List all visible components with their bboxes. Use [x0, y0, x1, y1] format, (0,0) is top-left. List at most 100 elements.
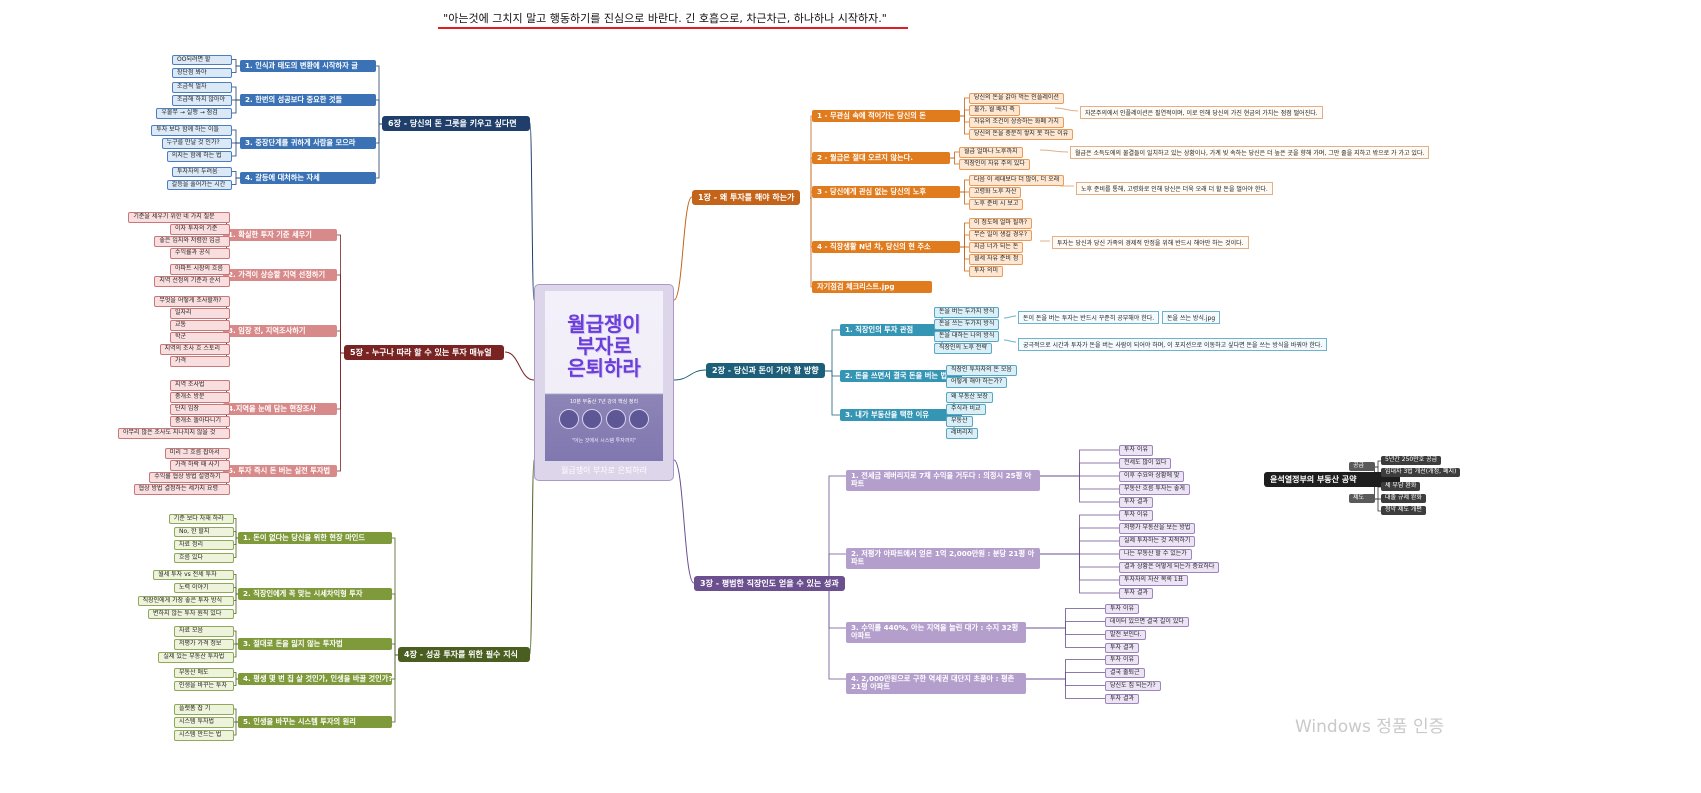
ch3-topic[interactable]: 투자 결과	[1105, 693, 1139, 705]
ch1-topic[interactable]: 다음 이 세대보다 더 많이, 더 오래	[969, 175, 1065, 186]
ch4-topic[interactable]: 변하지 않는 투자 원칙 있다	[148, 608, 234, 620]
ch2-topic[interactable]: 돈을 버는 두가지 방식	[934, 307, 1000, 318]
ch3-topic[interactable]: 투자 결과	[1119, 588, 1153, 599]
ch6-topic[interactable]: 장단점 봐야	[172, 67, 232, 79]
ch6-topic[interactable]: 의지는 함께 하는 법	[166, 151, 232, 162]
ch3-topic[interactable]: 전세도 많이 있다	[1119, 458, 1172, 469]
ch2-topic[interactable]: 부동산	[946, 416, 973, 427]
ch5-topic[interactable]: 좋은 입지와 저렴한 입금	[154, 236, 230, 247]
ch6-topic[interactable]: 누구를 만날 것 인가?	[161, 138, 232, 149]
ch5-section-2[interactable]: 2. 가격이 상승할 지역 선정하기	[223, 269, 337, 282]
ch1-topic[interactable]: 노후 준비 시 보고	[969, 199, 1024, 210]
ch4-section-5[interactable]: 5. 인생을 바꾸는 시스템 투자의 원리	[238, 716, 392, 729]
ch2-topic[interactable]: 돈을 대하는 나의 방식	[934, 331, 1000, 342]
ch3-topic[interactable]: 투자 결과	[1119, 497, 1153, 508]
ch4-topic[interactable]: No, 한 할지	[174, 526, 234, 538]
ch5-topic[interactable]: 수익률과 공식	[170, 248, 230, 259]
ch1-section-2[interactable]: 2 - 월급은 절대 오르지 않는다.	[812, 152, 950, 165]
ch3-topic[interactable]: 저평가 부동산을 보는 방법	[1119, 523, 1196, 534]
ch5-topic[interactable]: 중개소 방문	[170, 392, 230, 403]
ch1-topic[interactable]: 지금 너가 되는 돈	[969, 242, 1024, 253]
ch3-topic[interactable]: 결국 출퇴근	[1105, 667, 1145, 679]
ch3-topic[interactable]: 투자자의 자산 목록 1표	[1119, 575, 1189, 586]
ch6-topic[interactable]: OO되려면 할	[172, 54, 232, 66]
ch4-section-2[interactable]: 2. 직장인에게 꼭 맞는 시세차익형 투자	[238, 588, 392, 601]
ch1-topic[interactable]: 당신의 돈을 충분히 쌓지 못 하는 이유	[969, 129, 1074, 140]
ch1-topic[interactable]: 직장인이 자유 주의 있다	[959, 159, 1030, 170]
ch6-topic[interactable]: 조금씩 벌자	[172, 82, 232, 93]
policy-item[interactable]: 임대차 3법 개선(개정, 폐지)	[1381, 468, 1461, 477]
ch2-chapter-node[interactable]: 2장 - 당신과 돈이 가야 할 방향	[706, 363, 825, 379]
ch5-topic[interactable]: 교통	[170, 320, 230, 331]
ch3-section-4[interactable]: 4. 2,000만원으로 구한 역세권 대단지 초품아 : 평촌 21평 아파트	[846, 673, 1026, 694]
ch3-section-2[interactable]: 2. 저평가 아파트에서 얻은 1억 2,000만원 : 분당 21평 아파트	[846, 548, 1040, 569]
ch5-topic[interactable]: 중개소 돌아다니기	[170, 416, 230, 427]
ch6-topic[interactable]: 투자자의 두려움	[172, 166, 232, 178]
ch4-topic[interactable]: 부동산 매도	[174, 667, 234, 679]
ch5-section-1[interactable]: 1. 확실한 투자 기준 세우기	[223, 229, 337, 242]
ch3-topic[interactable]: 투자 이유	[1119, 445, 1153, 456]
ch1-topic[interactable]: 당신의 돈을 갉아 먹는 인플레이션	[969, 93, 1064, 104]
ch3-topic[interactable]: 이후 수요와 상황에 맞	[1119, 471, 1185, 482]
ch5-chapter-node[interactable]: 5장 - 누구나 따라 할 수 있는 투자 매뉴얼	[344, 345, 504, 361]
ch5-topic[interactable]: 가격 하락 때 사기	[170, 460, 230, 471]
ch1-section-5[interactable]: 자기점검 체크리스트.jpg	[812, 281, 932, 294]
ch3-topic[interactable]: 투자 이유	[1105, 603, 1139, 615]
ch6-section-4[interactable]: 4. 갈등에 대처하는 자세	[240, 172, 376, 185]
ch2-topic[interactable]: 왜 부동산 보장	[946, 392, 993, 403]
ch5-section-3[interactable]: 3. 임장 전, 지역조사하기	[223, 325, 337, 338]
policy-item[interactable]: 대출 규제 완화	[1381, 494, 1426, 503]
ch5-topic[interactable]: 단지 임장	[170, 404, 230, 415]
ch5-topic[interactable]: 지역의 조사 흐 스토리	[159, 344, 230, 355]
ch5-topic[interactable]: 일자리	[170, 308, 230, 319]
ch6-topic[interactable]: 우물쭈 → 실행 → 점검	[156, 108, 232, 119]
ch4-topic[interactable]: 시스템 투자법	[174, 717, 234, 728]
ch3-topic[interactable]: 나는 부동산 할 수 있는가	[1119, 549, 1192, 560]
ch2-topic[interactable]: 직장인 투자자의 돈 모음	[946, 365, 1017, 376]
ch1-topic[interactable]: 투자 의미	[969, 266, 1003, 277]
ch6-section-3[interactable]: 3. 중장단계를 귀하게 사람을 모으라	[240, 137, 376, 150]
ch3-topic[interactable]: 부동산 흐름 투자는 좋게	[1119, 484, 1190, 495]
ch6-topic[interactable]: 투자 보다 함께 하는 이들	[151, 125, 232, 136]
ch3-topic[interactable]: 데이터 있으면 결국 길이 있다	[1105, 616, 1189, 628]
ch6-chapter-node[interactable]: 6장 - 당신의 돈 그릇을 키우고 싶다면	[382, 116, 530, 132]
ch5-section-5[interactable]: 5. 투자 즉시 돈 버는 실전 투자법	[223, 465, 337, 478]
ch5-topic[interactable]: 지역 선정의 기준과 순서	[154, 276, 230, 287]
ch6-topic[interactable]: 조급해 하지 않아야	[172, 95, 232, 106]
ch4-topic[interactable]: 흐름 있다	[174, 552, 234, 564]
ch1-topic[interactable]: 월세 자유 준비 정	[969, 254, 1024, 265]
ch3-section-3[interactable]: 3. 수익률 440%, 아는 지역을 늘린 대가 : 수지 32평 아파트	[846, 622, 1026, 643]
ch1-topic[interactable]: 물가, 월 배치 축	[969, 105, 1020, 116]
ch2-topic[interactable]: 주식과 비교	[946, 404, 986, 415]
ch5-topic[interactable]: 수익률 협상 방법 설명하기	[149, 472, 230, 483]
ch4-topic[interactable]: 시스템 만드는 법	[174, 730, 234, 741]
ch4-topic[interactable]: 저평가 가격 정보	[174, 639, 234, 650]
ch3-topic[interactable]: 당신도 집 되는가?	[1105, 680, 1161, 692]
ch1-topic[interactable]: 무슨 일이 생길 경우?	[969, 230, 1033, 241]
ch1-topic[interactable]: 월급 얼마나 노후까지	[959, 147, 1023, 158]
ch6-topic[interactable]: 갈등을 풀어가는 시간	[166, 179, 232, 191]
ch4-topic[interactable]: 자료 정리	[174, 539, 234, 551]
ch5-topic[interactable]: 아무리 많은 조사도 지나치지 않을 것	[118, 428, 230, 439]
policy-item[interactable]: 세 부담 완화	[1381, 482, 1421, 491]
ch5-topic[interactable]: 협상 방법 결정하는 세가지 요령	[133, 484, 230, 495]
policy-item[interactable]: 청약 제도 개편	[1381, 506, 1426, 515]
ch5-topic[interactable]: 이자 투자의 기준	[170, 224, 230, 235]
ch5-topic[interactable]: 가격	[170, 356, 230, 367]
policy-item[interactable]: 5년간 250만호 공급	[1381, 456, 1442, 465]
ch4-section-4[interactable]: 4. 평생 몇 번 집 살 것인가, 인생을 바꿀 것인가?	[238, 673, 392, 686]
ch2-topic[interactable]: 직장인의 노후 전략	[934, 343, 992, 354]
ch2-topic[interactable]: 돈을 쓰는 두가지 방식	[934, 319, 1000, 330]
ch5-topic[interactable]: 지역 조사법	[170, 380, 230, 391]
policy-topic-node[interactable]: 윤석열정부의 부동산 공약	[1264, 472, 1400, 488]
ch1-section-1[interactable]: 1 - 무관심 속에 적어가는 당신의 돈	[812, 110, 960, 123]
ch4-topic[interactable]: 노력 이야기	[174, 582, 234, 594]
ch3-topic[interactable]: 투자 결과	[1105, 642, 1139, 654]
central-book-node[interactable]: 월급쟁이 부자로 은퇴하라 10분 부동산 7년 강의 핵심 정리 "아는 것에…	[534, 284, 674, 481]
ch5-topic[interactable]: 기준을 세우기 위한 네 가지 질문	[128, 212, 230, 223]
ch3-chapter-node[interactable]: 3장 - 평범한 직장인도 얻을 수 있는 성과	[694, 576, 845, 592]
ch4-topic[interactable]: 자료 모음	[174, 626, 234, 637]
ch2-section-2[interactable]: 2. 돈을 쓰면서 결국 돈을 버는 법	[840, 370, 962, 383]
ch3-topic[interactable]: 실제 투자하는 것 지적하기	[1119, 536, 1196, 547]
ch2-topic[interactable]: 레버리지	[946, 428, 979, 439]
